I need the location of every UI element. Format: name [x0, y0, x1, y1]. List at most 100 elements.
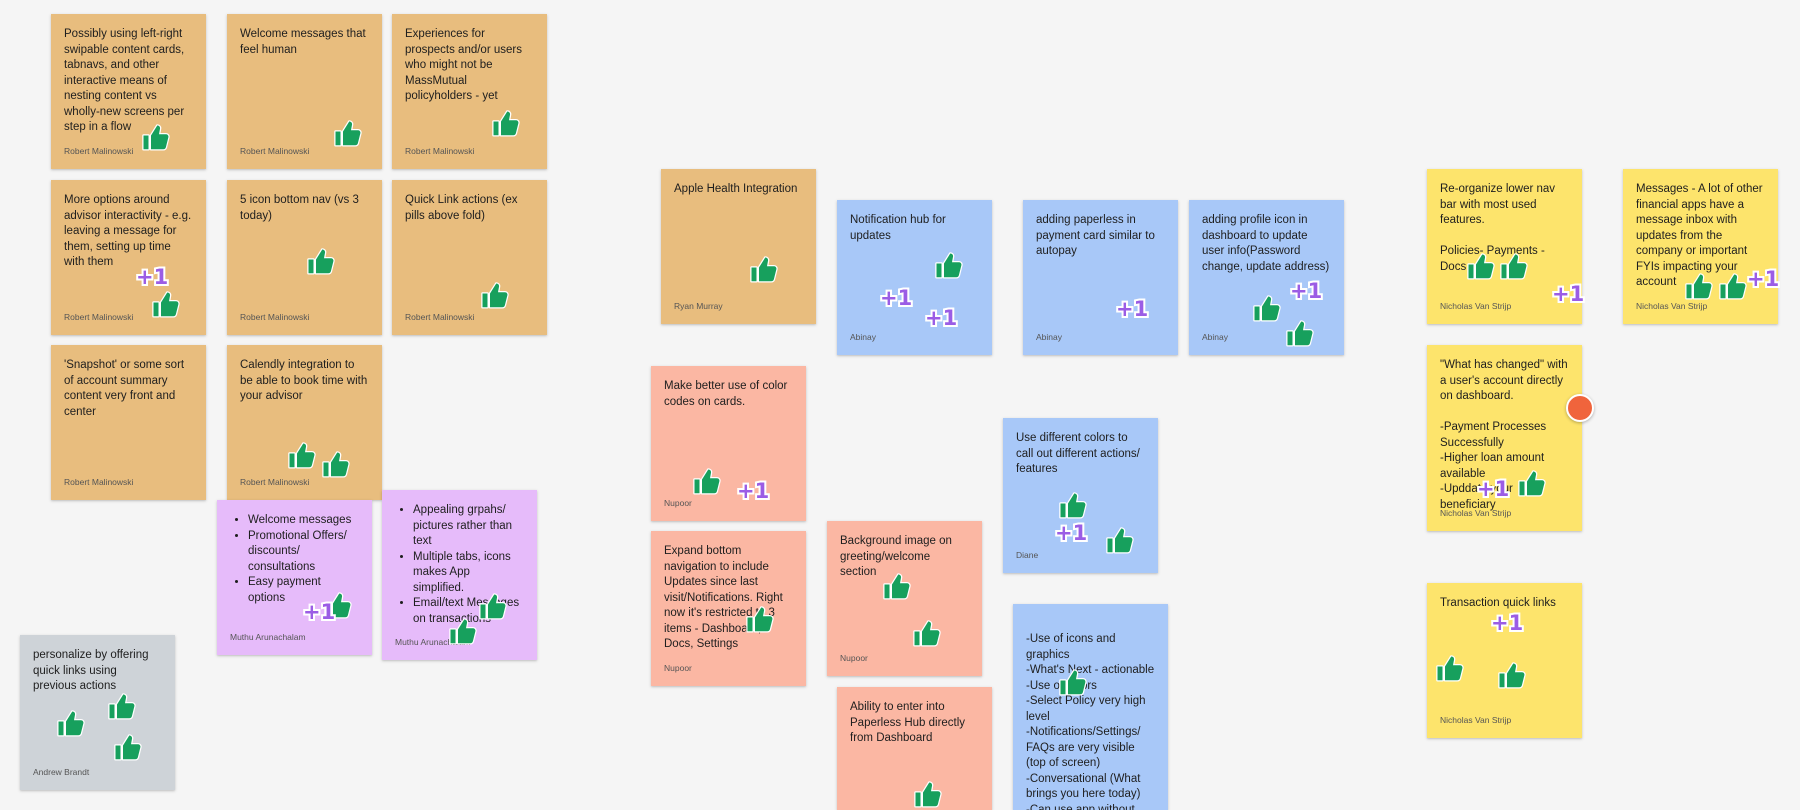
note-text: "What has changed" with a user's account… [1440, 359, 1568, 511]
thumbs-up-icon [1684, 272, 1714, 302]
note-bullet-list: Appealing grpahs/ pictures rather than t… [395, 503, 524, 627]
note-text: Make better use of color codes on cards. [664, 380, 788, 408]
thumbs-up-icon [1435, 654, 1465, 684]
thumbs-up-icon [1718, 272, 1748, 302]
plus-one-sticker: +1 [735, 476, 771, 505]
thumbs-up-icon [321, 450, 351, 480]
thumbs-up-icon [1105, 526, 1135, 556]
sticky-note[interactable]: Calendly integration to be able to book … [227, 345, 382, 500]
sticky-note[interactable]: -Use of icons and graphics -What's Next … [1013, 604, 1168, 810]
sticky-note[interactable]: Expand bottom navigation to include Upda… [651, 531, 806, 686]
note-text: More options around advisor interactivit… [64, 194, 192, 268]
note-author: Robert Malinowski [405, 311, 475, 322]
note-text: Ability to enter into Paperless Hub dire… [850, 701, 966, 744]
note-text: Transaction quick links [1440, 597, 1556, 609]
note-bullet: Appealing grpahs/ pictures rather than t… [413, 503, 524, 550]
note-text: Welcome messages that feel human [240, 28, 366, 56]
plus-one-sticker: +1 [1053, 518, 1089, 547]
thumbs-up-icon [1252, 294, 1282, 324]
plus-one-sticker: +1 [1114, 294, 1150, 323]
note-author: Nupoor [840, 652, 868, 663]
thumbs-up-icon [478, 592, 508, 622]
thumbs-up-icon [141, 123, 171, 153]
svg-text:+1: +1 [1747, 267, 1779, 291]
note-bullet-list: Welcome messages Promotional Offers/ dis… [230, 513, 359, 606]
thumbs-up-icon [882, 572, 912, 602]
note-author: Nicholas Van Strijp [1440, 714, 1512, 725]
note-author: Nupoor [664, 662, 692, 673]
note-text: Use different colors to call out differe… [1016, 432, 1140, 475]
note-text: Calendly integration to be able to book … [240, 359, 368, 402]
note-text: 'Snapshot' or some sort of account summa… [64, 359, 185, 418]
note-author: Robert Malinowski [240, 476, 310, 487]
sticky-note[interactable]: personalize by offering quick links usin… [20, 635, 175, 790]
note-bullet: Promotional Offers/ discounts/ consultat… [248, 529, 359, 576]
svg-text:+1: +1 [737, 479, 769, 503]
thumbs-up-icon [287, 441, 317, 471]
svg-text:+1: +1 [925, 306, 957, 330]
thumbs-up-icon [1499, 252, 1529, 282]
thumbs-up-icon [1517, 469, 1547, 499]
thumbs-up-icon [1466, 252, 1496, 282]
svg-text:+1: +1 [1491, 611, 1523, 635]
note-author: Robert Malinowski [405, 145, 475, 156]
thumbs-up-icon [107, 692, 137, 722]
sticky-note[interactable]: "What has changed" with a user's account… [1427, 345, 1582, 531]
note-text: Apple Health Integration [674, 183, 798, 195]
sticky-note[interactable]: More options around advisor interactivit… [51, 180, 206, 335]
sticky-note[interactable]: Possibly using left-right swipable conte… [51, 14, 206, 169]
note-author: Robert Malinowski [64, 311, 134, 322]
sticky-note[interactable]: Welcome messages that feel human Robert … [227, 14, 382, 169]
thumbs-up-icon [113, 733, 143, 763]
svg-text:+1: +1 [1116, 297, 1148, 321]
sticky-note[interactable]: 5 icon bottom nav (vs 3 today) Robert Ma… [227, 180, 382, 335]
thumbs-up-icon [913, 780, 943, 810]
thumbs-up-icon [1285, 319, 1315, 349]
sticky-note[interactable]: adding paperless in payment card similar… [1023, 200, 1178, 355]
thumbs-up-icon [151, 290, 181, 320]
note-author: Abinay [1036, 331, 1062, 342]
svg-text:+1: +1 [880, 286, 912, 310]
collaborator-cursor-dot [1566, 394, 1594, 422]
sticky-note[interactable]: Apple Health Integration Ryan Murray [661, 169, 816, 324]
sticky-note[interactable]: Use different colors to call out differe… [1003, 418, 1158, 573]
svg-text:+1: +1 [1552, 282, 1584, 306]
note-text: Background image on greeting/welcome sec… [840, 535, 952, 578]
note-author: Robert Malinowski [64, 145, 134, 156]
svg-text:+1: +1 [1055, 521, 1087, 545]
svg-text:+1: +1 [303, 600, 335, 624]
note-text: Quick Link actions (ex pills above fold) [405, 194, 518, 222]
thumbs-up-icon [1058, 668, 1088, 698]
sticky-note[interactable]: Experiences for prospects and/or users w… [392, 14, 547, 169]
thumbs-up-icon [333, 119, 363, 149]
note-text: Possibly using left-right swipable conte… [64, 28, 185, 133]
thumbs-up-icon [491, 109, 521, 139]
thumbs-up-icon [306, 247, 336, 277]
thumbs-up-icon [745, 605, 775, 635]
thumbs-up-icon [323, 591, 353, 621]
note-author: Nicholas Van Strijp [1440, 300, 1512, 311]
svg-text:+1: +1 [136, 265, 168, 289]
sticky-note[interactable]: Messages - A lot of other financial apps… [1623, 169, 1778, 324]
sticky-note[interactable]: Notification hub for updates Abinay [837, 200, 992, 355]
sticky-note[interactable]: adding profile icon in dashboard to upda… [1189, 200, 1344, 355]
note-bullet: Welcome messages [248, 513, 359, 529]
note-text: 5 icon bottom nav (vs 3 today) [240, 194, 359, 222]
plus-one-sticker: +1 [1745, 264, 1781, 293]
plus-one-sticker: +1 [134, 262, 170, 291]
note-text: adding paperless in payment card similar… [1036, 214, 1155, 257]
thumbs-up-icon [692, 467, 722, 497]
thumbs-up-icon [480, 281, 510, 311]
note-text: Messages - A lot of other financial apps… [1636, 183, 1763, 288]
sticky-note[interactable]: Make better use of color codes on cards.… [651, 366, 806, 521]
svg-text:+1: +1 [1477, 477, 1509, 501]
sticky-note[interactable]: Ability to enter into Paperless Hub dire… [837, 687, 992, 810]
note-text: Notification hub for updates [850, 214, 946, 242]
note-author: Robert Malinowski [64, 476, 134, 487]
sticky-note[interactable]: Welcome messages Promotional Offers/ dis… [217, 500, 372, 655]
thumbs-up-icon [912, 619, 942, 649]
sticky-note[interactable]: Quick Link actions (ex pills above fold)… [392, 180, 547, 335]
sticky-note[interactable]: 'Snapshot' or some sort of account summa… [51, 345, 206, 500]
sticky-note[interactable]: Re-organize lower nav bar with most used… [1427, 169, 1582, 324]
